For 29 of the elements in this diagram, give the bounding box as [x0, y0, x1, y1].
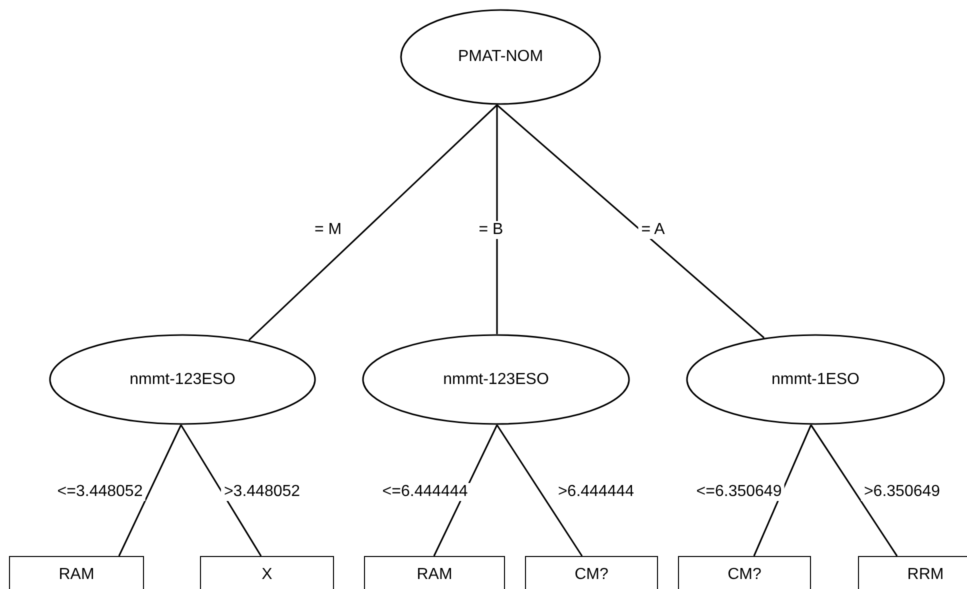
node-label: nmmt-123ESO — [443, 370, 549, 388]
branch-line — [118, 424, 182, 556]
branch-line — [810, 424, 898, 556]
branch-line — [248, 104, 498, 341]
leaf-box — [9, 556, 144, 589]
edge-label: = A — [638, 221, 668, 239]
node-label: nmmt-123ESO — [130, 370, 236, 388]
node-label: RRM — [907, 566, 944, 584]
branch-line — [496, 424, 583, 556]
leaf-box — [858, 556, 967, 589]
branch-line — [496, 105, 498, 334]
node-label: RAM — [58, 566, 94, 584]
decision-ellipse — [400, 9, 601, 105]
branch-line — [180, 424, 262, 556]
leaf-box — [678, 556, 811, 589]
leaf-box — [200, 556, 334, 589]
node-label: RAM — [416, 566, 452, 584]
leaf-box — [525, 556, 658, 589]
node-label: CM? — [574, 566, 608, 584]
decision-ellipse — [49, 334, 316, 425]
node-label: X — [262, 566, 272, 584]
decision-ellipse — [686, 334, 945, 425]
branch-line — [496, 104, 765, 338]
branch-line — [753, 424, 812, 556]
decision-ellipse — [362, 334, 630, 425]
node-label: nmmt-1ESO — [771, 370, 860, 388]
node-label: PMAT-NOM — [458, 48, 544, 66]
node-label: CM? — [728, 566, 762, 584]
leaf-box — [364, 556, 505, 589]
